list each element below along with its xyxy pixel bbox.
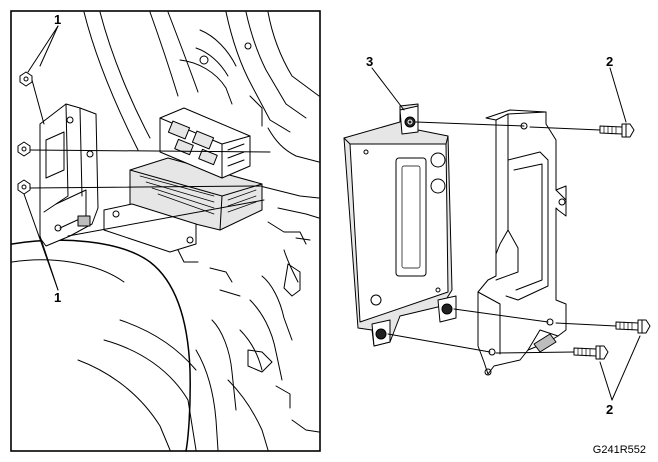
- vehicle-location-view: 1 1: [10, 10, 321, 452]
- callout-module: 3: [366, 54, 373, 69]
- figure-code: G241R552: [593, 444, 646, 456]
- connector-housing: [159, 107, 251, 179]
- callout-bolt-bottom: 2: [606, 402, 613, 417]
- alignment-lines-right-view: [387, 121, 617, 354]
- exploded-assembly-view: 3 2 2: [343, 54, 651, 417]
- nut-icon: [17, 179, 31, 195]
- callout-bolt-top: 2: [606, 54, 613, 69]
- alignment-lines-left-view: [29, 79, 271, 237]
- vehicle-body-structure: [77, 11, 320, 451]
- bolt-icon: [599, 123, 635, 138]
- callout-nut-bottom: 1: [54, 290, 61, 305]
- seat-cushion: [11, 239, 191, 452]
- callout-leaders-left: [23, 25, 59, 291]
- bolt-icon: [573, 345, 609, 360]
- control-module: [343, 103, 457, 347]
- nut-fasteners-left-view: [17, 71, 33, 195]
- nut-icon: [17, 141, 31, 157]
- nut-icon: [19, 71, 33, 87]
- mounting-bracket: [477, 109, 567, 376]
- installed-module: [103, 157, 263, 263]
- callout-leaders-right: [371, 67, 641, 401]
- callout-nut-top: 1: [54, 12, 61, 27]
- bolt-fasteners: [573, 123, 651, 360]
- module-bracket-left-view: [39, 103, 99, 247]
- bolt-icon: [615, 319, 651, 334]
